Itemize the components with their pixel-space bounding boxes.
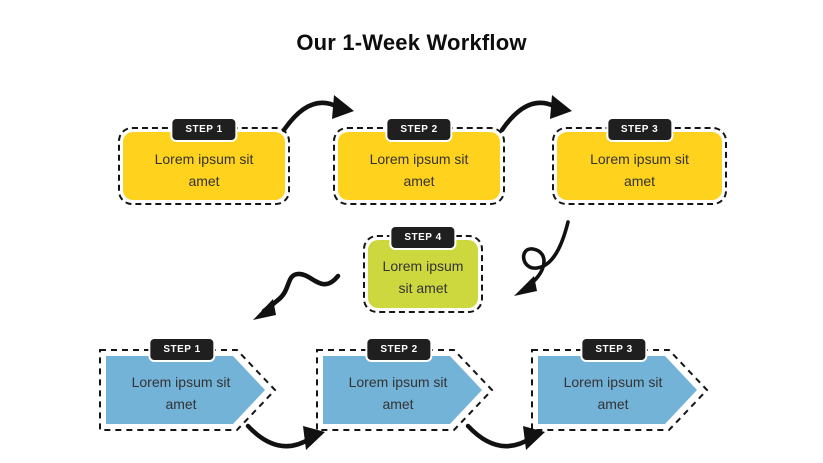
step-text: Lorem ipsum sit amet	[382, 258, 464, 296]
curved-arrow-icon	[245, 423, 325, 450]
step-badge: STEP 3	[580, 337, 648, 362]
top-step-card-2: STEP 2 Lorem ipsum sit amet	[333, 117, 505, 205]
top-step-card-1: STEP 1 Lorem ipsum sit amet	[118, 117, 290, 205]
step-badge: STEP 3	[605, 117, 674, 142]
step-card-fill: Lorem ipsum sit amet	[557, 132, 722, 200]
loop-arrow-icon	[514, 220, 570, 296]
bottom-step-pentagon-1: STEP 1 Lorem ipsum sit amet	[98, 337, 278, 432]
step-text: Lorem ipsum sit amet	[348, 374, 448, 412]
step-card-fill: Lorem ipsum sit amet	[123, 132, 285, 200]
step-text: Lorem ipsum sit amet	[590, 151, 689, 189]
step-badge: STEP 1	[148, 337, 216, 362]
step-text: Lorem ipsum sit amet	[154, 151, 254, 189]
step-text: Lorem ipsum sit amet	[369, 151, 469, 189]
step-badge: STEP 2	[365, 337, 433, 362]
step-badge: STEP 1	[170, 117, 238, 142]
step-text: Lorem ipsum sit amet	[131, 374, 231, 412]
step-text: Lorem ipsum sit amet	[563, 374, 663, 412]
step-badge: STEP 4	[389, 225, 457, 250]
step-card-fill: Lorem ipsum sit amet	[538, 352, 688, 428]
page-title: Our 1-Week Workflow	[296, 30, 527, 55]
step-badge: STEP 2	[385, 117, 453, 142]
middle-step-card-4: STEP 4 Lorem ipsum sit amet	[363, 225, 483, 313]
squiggle-arrow-icon	[253, 271, 341, 320]
bottom-step-pentagon-3: STEP 3 Lorem ipsum sit amet	[530, 337, 710, 432]
curved-arrow-icon	[499, 95, 572, 133]
step-card-fill: Lorem ipsum sit amet	[106, 352, 256, 428]
step-card-fill: Lorem ipsum sit amet	[368, 240, 478, 308]
curved-arrow-icon	[281, 95, 354, 133]
step-card-fill: Lorem ipsum sit amet	[338, 132, 500, 200]
bottom-step-pentagon-2: STEP 2 Lorem ipsum sit amet	[315, 337, 495, 432]
top-step-card-3: STEP 3 Lorem ipsum sit amet	[552, 117, 727, 205]
curved-arrow-icon	[465, 423, 545, 450]
step-card-fill: Lorem ipsum sit amet	[323, 352, 473, 428]
